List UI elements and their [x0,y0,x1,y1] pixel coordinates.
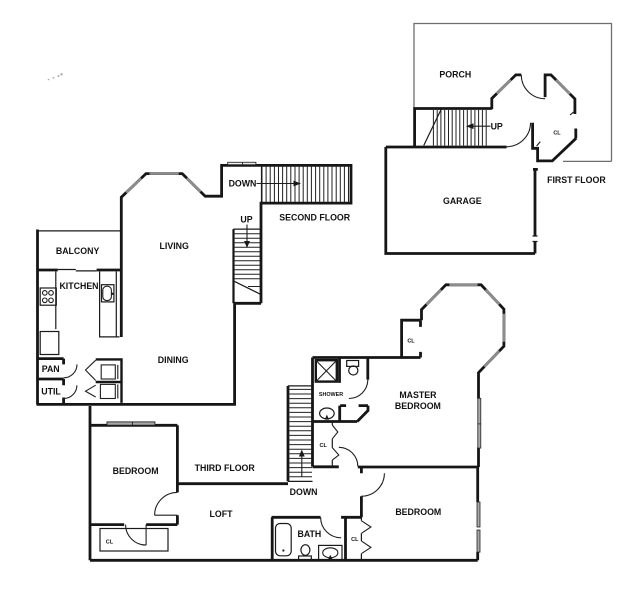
svg-text:GARAGE: GARAGE [443,196,482,206]
svg-text:KITCHEN: KITCHEN [59,281,98,291]
svg-text:CL: CL [407,339,415,345]
svg-text:LOFT: LOFT [210,509,234,519]
svg-text:CL: CL [320,443,328,449]
svg-text:DOWN: DOWN [290,487,318,497]
svg-text:CL: CL [351,537,359,543]
svg-text:BEDROOM: BEDROOM [113,466,159,476]
svg-text:UP: UP [491,122,503,132]
svg-text:FIRST FLOOR: FIRST FLOOR [547,175,606,185]
svg-text:BEDROOM: BEDROOM [395,507,441,517]
svg-text:DOWN: DOWN [229,179,257,189]
svg-text:SECOND FLOOR: SECOND FLOOR [279,212,351,222]
svg-text:MASTER: MASTER [399,390,437,400]
svg-text:BATH: BATH [298,529,322,539]
svg-text:THIRD FLOOR: THIRD FLOOR [195,463,256,473]
svg-text:UTIL: UTIL [41,387,61,397]
svg-text:BALCONY: BALCONY [56,246,100,256]
svg-text:PAN: PAN [42,364,60,374]
svg-text:PORCH: PORCH [439,69,471,79]
svg-text:SHOWER: SHOWER [319,392,343,398]
svg-text:BEDROOM: BEDROOM [395,401,441,411]
svg-text:CL: CL [553,131,561,137]
svg-text:UP: UP [240,215,252,225]
svg-text:LIVING: LIVING [160,241,189,251]
svg-text:DINING: DINING [158,355,189,365]
svg-text:CL: CL [106,539,114,545]
